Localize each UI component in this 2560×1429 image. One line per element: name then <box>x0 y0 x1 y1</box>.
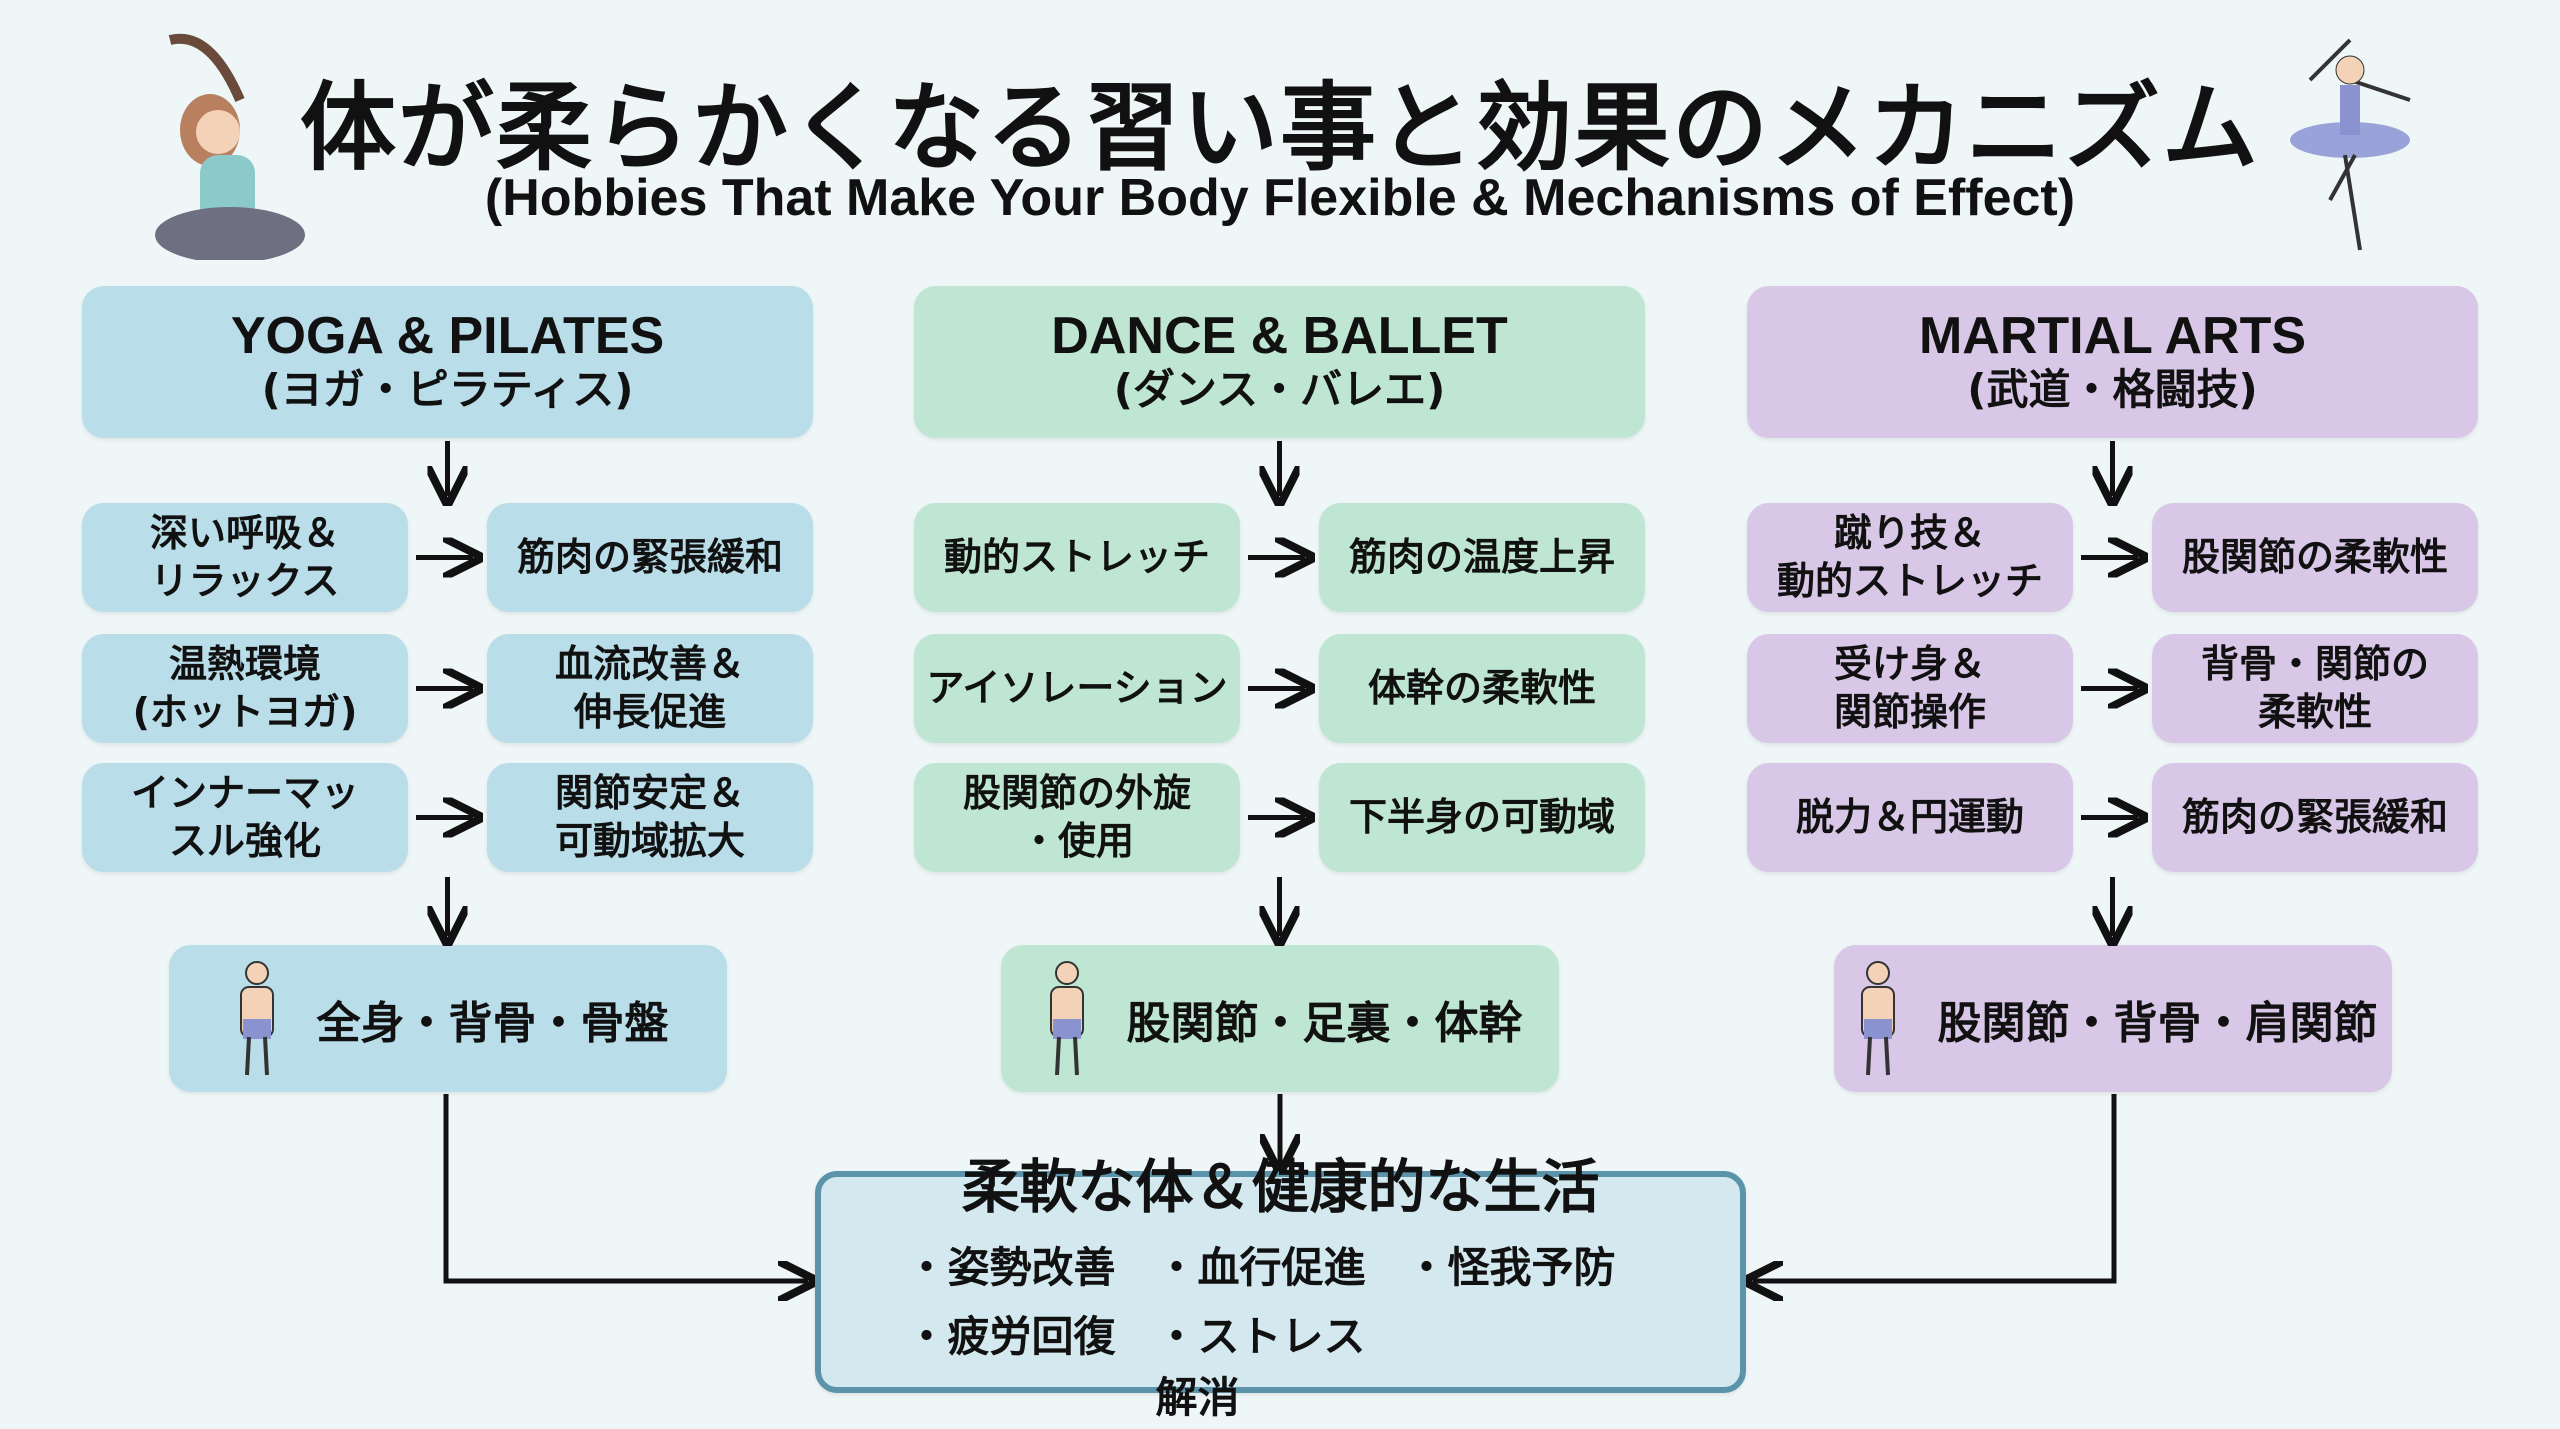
effect-box: 血流改善＆ 伸長促進 <box>487 634 813 743</box>
cause-box: 深い呼吸＆ リラックス <box>82 503 408 612</box>
benefit-item: ・ストレス解消 <box>1155 1311 1366 1422</box>
category-title-en: DANCE & BALLET <box>1051 307 1508 366</box>
effect-box: 下半身の可動域 <box>1319 763 1645 872</box>
body-area-label: 全身・背骨・骨盤 <box>316 997 669 1049</box>
final-title: 柔軟な体＆健康的な生活 <box>961 1152 1600 1221</box>
connector-arrow <box>1753 1094 2117 1281</box>
benefit-item: ・姿勢改善 <box>905 1242 1116 1292</box>
ballerina-icon <box>2290 38 2411 251</box>
body-area-label: 股関節・足裏・体幹 <box>1126 997 1523 1049</box>
page-title: 体が柔らかくなる習い事と効果のメカニズム <box>300 72 2260 184</box>
category-title-jp: (ヨガ・ピラティス) <box>261 365 634 415</box>
effect-box: 筋肉の温度上昇 <box>1319 503 1645 612</box>
category-header-yoga: YOGA & PILATES(ヨガ・ピラティス) <box>82 286 813 438</box>
page-subtitle: (Hobbies That Make Your Body Flexible & … <box>484 169 2076 227</box>
cause-box: 蹴り技＆ 動的ストレッチ <box>1747 503 2073 612</box>
final-result-box: 柔軟な体＆健康的な生活 ・姿勢改善・血行促進・怪我予防・疲労回復・ストレス解消 <box>815 1153 1746 1422</box>
category-title-en: MARTIAL ARTS <box>1918 307 2307 366</box>
cause-box: 受け身＆ 関節操作 <box>1747 634 2073 743</box>
effect-box: 体幹の柔軟性 <box>1319 634 1645 743</box>
body-area-box-dance: 股関節・足裏・体幹 <box>1000 945 1559 1092</box>
category-header-dance: DANCE & BALLET(ダンス・バレエ) <box>914 286 1645 438</box>
effect-box: 関節安定＆ 可動域拡大 <box>487 763 813 872</box>
effect-box: 股関節の柔軟性 <box>2152 503 2478 612</box>
category-title-en: YOGA & PILATES <box>230 307 665 366</box>
cause-box: 脱力＆円運動 <box>1747 763 2073 872</box>
cause-box: 温熱環境 (ホットヨガ) <box>82 634 408 743</box>
benefit-item: ・怪我予防 <box>1405 1242 1616 1292</box>
category-title-jp: (武道・格闘技) <box>1967 365 2258 415</box>
body-area-label: 股関節・背骨・肩関節 <box>1937 997 2378 1049</box>
effect-box: 背骨・関節の 柔軟性 <box>2152 634 2478 743</box>
effect-box: 筋肉の緊張緩和 <box>487 503 813 612</box>
benefit-item: ・血行促進 <box>1155 1242 1366 1292</box>
benefit-item: ・疲労回復 <box>905 1311 1116 1361</box>
category-title-jp: (ダンス・バレエ) <box>1113 365 1446 415</box>
human-body-icon <box>1049 960 1084 1075</box>
connector-arrow <box>443 1094 808 1281</box>
cause-box: 股関節の外旋 ・使用 <box>914 763 1240 872</box>
final-benefits-list: ・姿勢改善・血行促進・怪我予防・疲労回復・ストレス解消 <box>906 1234 1656 1425</box>
stretching-woman-icon <box>155 33 305 260</box>
body-area-box-martial: 股関節・背骨・肩関節 <box>1833 945 2392 1092</box>
cause-box: インナーマッ スル強化 <box>82 763 408 872</box>
human-body-icon <box>239 960 274 1075</box>
body-area-box-yoga: 全身・背骨・骨盤 <box>168 945 727 1092</box>
effect-box: 筋肉の緊張緩和 <box>2152 763 2478 872</box>
cause-box: アイソレーション <box>914 634 1240 743</box>
human-body-icon <box>1860 960 1895 1075</box>
category-header-martial: MARTIAL ARTS(武道・格闘技) <box>1747 286 2478 438</box>
cause-box: 動的ストレッチ <box>914 503 1240 612</box>
